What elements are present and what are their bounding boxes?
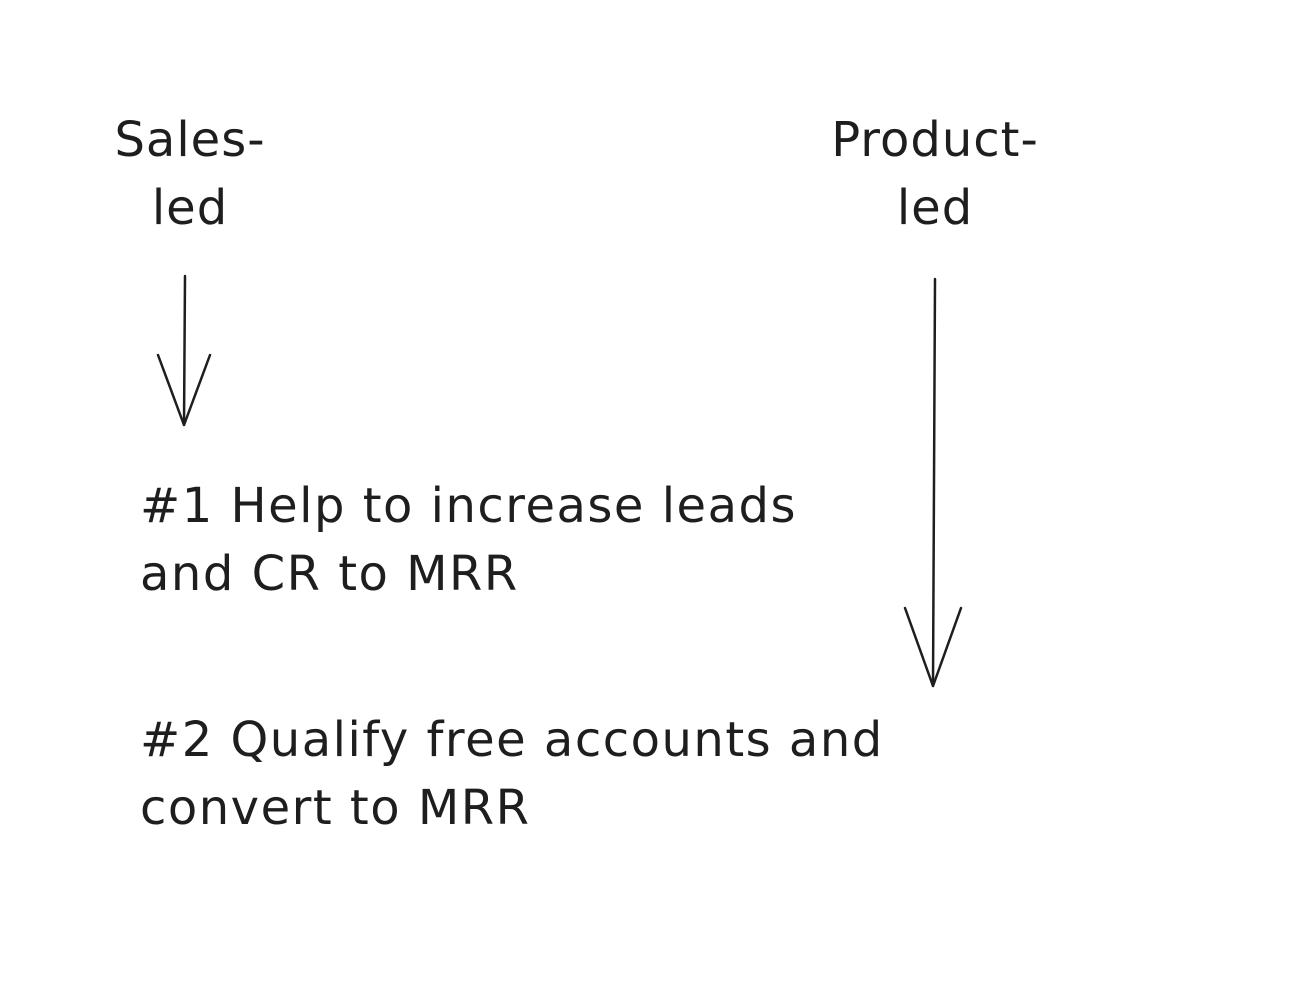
sales-led-label: Sales- led <box>114 112 266 236</box>
item-1-text: #1 Help to increase leads and CR to MRR <box>140 478 797 602</box>
item-2-text: #2 Qualify free accounts and convert to … <box>140 712 884 836</box>
sales-led-arrow-head <box>156 353 212 427</box>
product-led-arrow <box>903 277 963 688</box>
product-led-arrow-shaft <box>931 277 937 688</box>
sales-led-arrow <box>156 274 212 427</box>
sales-led-arrow-shaft <box>182 274 187 427</box>
product-led-label: Product- led <box>831 112 1039 236</box>
product-led-arrow-head <box>903 606 963 688</box>
